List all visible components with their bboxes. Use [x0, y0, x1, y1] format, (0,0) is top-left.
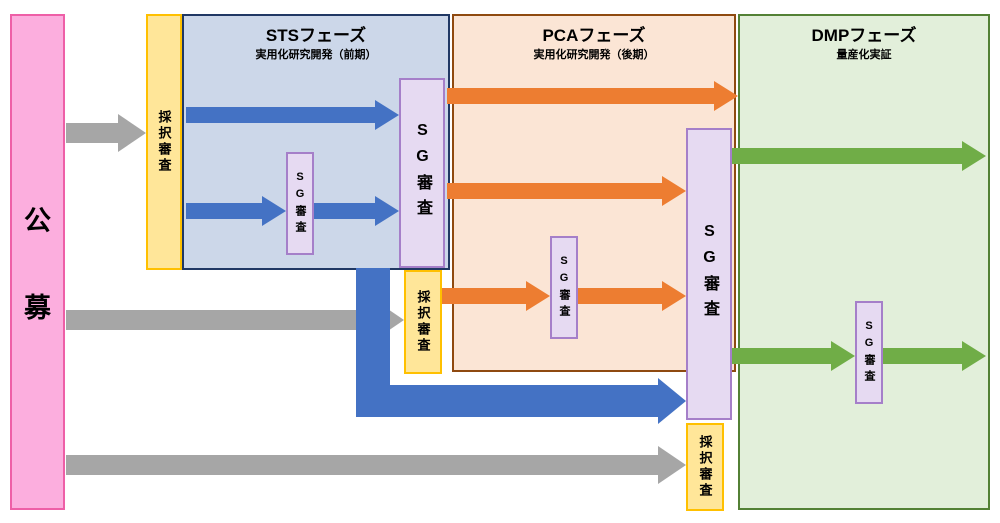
sg-review-label: SG審査 [863, 319, 875, 386]
sg-review-label: SG審査 [558, 254, 570, 321]
arrow-sts-track1 [186, 100, 399, 130]
arrow-pca-track2 [447, 176, 686, 206]
phase-title-pca: PCAフェーズ [542, 26, 646, 45]
phase-title-sts: STSフェーズ [265, 26, 367, 45]
arrow-pca-track3-left [442, 281, 550, 311]
arrow-dmp-track2-left [732, 341, 855, 371]
sg-review-label: SG審査 [414, 122, 431, 224]
adoption-review-label: 採択審査 [415, 290, 431, 354]
arrow-pca-track3-right [578, 281, 686, 311]
adoption-review-label: 採択審査 [697, 435, 713, 499]
sg-review-box-pca-gate: SG審査 [686, 128, 732, 420]
sg-review-box-pca-mid: SG審査 [550, 236, 578, 339]
phase-title-dmp: DMPフェーズ [811, 26, 917, 45]
sg-review-label: SG審査 [294, 170, 306, 237]
arrow-sts-skip-to-sg2 [356, 378, 686, 424]
phase-box-dmp: DMPフェーズ 量産化実証 [738, 14, 990, 510]
phase-subtitle-dmp: 量産化実証 [836, 49, 892, 61]
arrow-call-to-dmp-review [66, 446, 686, 484]
arrow-dmp-track1 [732, 141, 986, 171]
adoption-review-box-sts: 採択審査 [146, 14, 182, 270]
phase-subtitle-sts: 実用化研究開発（前期） [255, 49, 377, 61]
arrow-call-to-pca-review [66, 301, 404, 339]
adoption-review-box-dmp: 採択審査 [686, 423, 724, 511]
arrow-dmp-track2-right [883, 341, 986, 371]
sg-review-box-sts-gate: SG審査 [399, 78, 445, 268]
phase-subtitle-pca: 実用化研究開発（後期） [533, 49, 655, 61]
public-call-char-2: 募 [24, 293, 51, 323]
arrow-call-to-sts-review [66, 114, 146, 152]
adoption-review-box-pca: 採択審査 [404, 270, 442, 374]
adoption-review-label: 採択審査 [156, 110, 172, 174]
arrow-sts-track2-left [186, 196, 286, 226]
sg-review-box-sts-mid: SG審査 [286, 152, 314, 255]
public-call-char-1: 公 [24, 206, 51, 236]
sg-review-box-dmp-mid: SG審査 [855, 301, 883, 404]
arrow-sts-track2-right [314, 196, 399, 226]
arrow-pca-track1 [447, 81, 738, 111]
public-call-box: 公 募 [10, 14, 65, 510]
sg-review-label: SG審査 [701, 223, 718, 325]
